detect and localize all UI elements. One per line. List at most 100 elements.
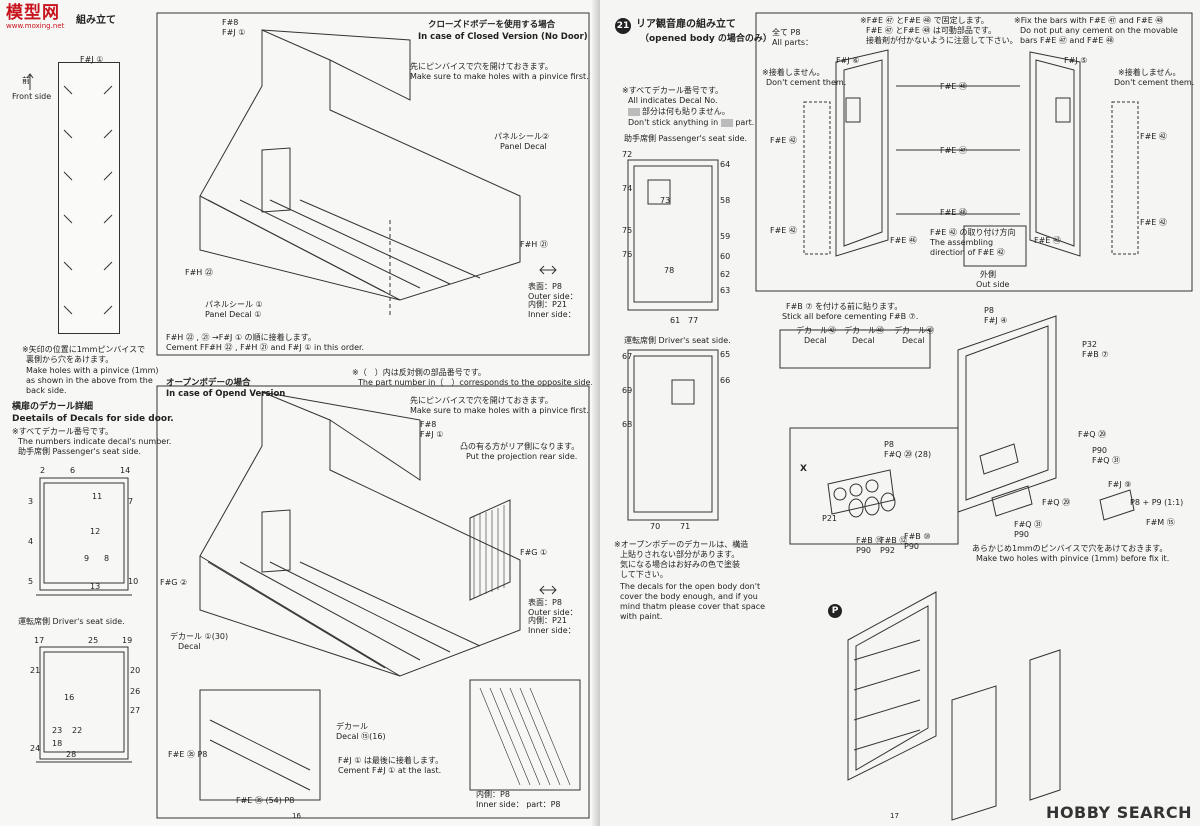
closed-panel-en: Panel Decal: [500, 142, 547, 151]
decal-num: 23: [52, 726, 63, 735]
grey-swatch: [628, 107, 640, 116]
decal-note-en2: Don't stick anything in part.: [628, 118, 755, 127]
decal-num: 22: [72, 726, 83, 735]
fix-en3: bars F#E ㊼ and F#E ㊽: [1020, 36, 1114, 45]
open-pinvice-jp: 先にピンバイスで穴を開けておきます。: [410, 396, 553, 405]
fj5-label: F#J ⑤: [1064, 56, 1088, 65]
closed-title-jp: クローズドボデーを使用する場合: [428, 20, 556, 30]
light-fb10: F#B ⑩: [904, 532, 931, 541]
decal-num: 65: [720, 350, 731, 359]
decal-num: 16: [64, 693, 75, 702]
closed-order-en: Cement FF#H ㉒ , F#H ㉑ and F#J ① in this …: [166, 343, 365, 352]
decal-num: 6: [70, 466, 76, 475]
right-line-art: [627, 12, 1193, 821]
open-title-en: In case of Opend Version: [166, 389, 286, 399]
decal-num: 75: [622, 226, 633, 235]
left-page: 模型网 www.moxing.net 組み立て F#J ① 前 Front si…: [6, 4, 594, 820]
decal-num: 5: [28, 577, 34, 586]
hole-note-en2: as shown in the above from the: [26, 376, 153, 385]
light-fq29b: F#Q ㉙: [1042, 498, 1071, 507]
closed-panel-num: ②: [542, 132, 550, 141]
closed-part-fj1: F#J ①: [222, 28, 246, 37]
roof-panel-diagram: [58, 62, 120, 334]
open-fe1: F#E ㉟ P8: [168, 750, 208, 759]
body-note-en4: with paint.: [620, 612, 663, 621]
grey-swatch: [720, 118, 733, 127]
decal-en-1: Decal: [804, 336, 827, 345]
decal-num: 67: [622, 352, 633, 361]
closed-title-en: In case of Closed Version (No Door): [418, 32, 588, 42]
decal-num: 2: [40, 466, 46, 475]
fix-jp1: ※F#E ㊼ とF#E ㊽ で固定します。: [860, 16, 989, 25]
passenger-side-label: 助手席側 Passenger's seat side.: [18, 447, 142, 456]
stick-jp: F#B ⑦ を付ける前に貼ります。: [786, 302, 903, 311]
decal-note-en: All indicates Decal No.: [628, 96, 718, 105]
closed-fh22: F#H ㉒: [185, 268, 213, 277]
hole-note-jp2: 裏側から穴をあけます。: [26, 355, 114, 364]
hole-en: Make two holes with pinvice (1mm) before…: [976, 554, 1170, 563]
nocement-jp-right: ※接着しません。: [1118, 68, 1181, 77]
open-fe2: F#E ㉟ (54) P8: [236, 796, 295, 805]
decal-num: 21: [30, 666, 41, 675]
driver-side-label: 運転席側 Driver's seat side.: [624, 336, 731, 345]
open-paren-en: The part number in（ ）corresponds to the …: [358, 378, 594, 387]
decal-num: 4: [28, 537, 34, 546]
light-fq31b: F#Q ㉛: [1014, 520, 1043, 529]
left-line-art: [26, 12, 590, 819]
mid-p32: P32: [1082, 340, 1098, 349]
x-marker: X: [800, 464, 807, 474]
decal-num: 62: [720, 270, 731, 279]
closed-order-jp: F#H ㉒ , ㉑ →F#J ① の順に接着します。: [166, 333, 316, 342]
body-note-jp3: 気になる場合はお好みの色で塗装: [620, 560, 740, 569]
closed-pinvice-jp: 先にピンバイスで穴を開けておきます。: [410, 62, 553, 71]
hole-note-jp1: ※矢印の位置に1mmピンバイスで: [22, 345, 146, 354]
decal-detail-note-jp: ※すべてデカール番号です。: [12, 427, 114, 436]
decal-3: デカール㊾: [894, 326, 934, 335]
decal-num: 24: [30, 744, 41, 753]
body-note-en3: mind thatm please cover that space: [620, 602, 766, 611]
decal-note-jp2: 部分は何も貼りません。: [628, 107, 730, 117]
open-inner2-en: Inner side： part：P8: [476, 800, 561, 809]
decal-detail-title-jp: 横扉のデカール詳細: [12, 402, 94, 412]
decal-num: 27: [130, 706, 141, 715]
closed-pinvice-en: Make sure to make holes with a pinvice f…: [410, 72, 589, 81]
light-ratio: P8 + P9 (1:1): [1130, 498, 1184, 507]
hole-note-en1: Make holes with a pinvice (1mm): [26, 366, 159, 375]
decal-num: 28: [66, 750, 77, 759]
fe53-label: F#E ㊸: [1034, 236, 1061, 245]
decal-num: 68: [622, 420, 633, 429]
decal-num: 12: [90, 527, 101, 536]
light-p90b: P90: [904, 542, 920, 551]
open-decal2-en: Decal ⑮(16): [336, 732, 386, 741]
decal-num: 14: [120, 466, 131, 475]
light-fm65: F#M ⑮: [1146, 518, 1175, 527]
light-fq31: F#Q ㉛: [1092, 456, 1121, 465]
nocement-en-right: Don't cement them.: [1114, 78, 1195, 87]
open-inner: 内側：P21: [528, 616, 568, 625]
hole-note-en3: back side.: [26, 386, 67, 395]
decal-num: 74: [622, 184, 633, 193]
decal-num: 10: [128, 577, 139, 586]
fe52-label: F#E ㊷: [770, 226, 797, 235]
decal-en-3: Decal: [902, 336, 925, 345]
open-title-jp: オープンボデーの場合: [166, 378, 251, 388]
light-p21: P21: [822, 514, 838, 523]
fe52-label: F#E ㊷: [1140, 132, 1167, 141]
decal-num: 77: [688, 316, 699, 325]
dir-en1: The assembling: [930, 238, 994, 247]
open-decal-en: Decal: [178, 642, 201, 651]
light-fb19: F#B ⑲: [856, 536, 884, 545]
decal-num: 66: [720, 376, 731, 385]
decal-1: デカール㊷: [796, 326, 836, 335]
closed-fh21: F#H ㉑: [520, 240, 548, 249]
fix-jp3: 接着剤が付かないように注意して下さい。: [866, 36, 1018, 45]
decal-num: 78: [664, 266, 675, 275]
open-decal-jp: デカール ①(30): [170, 632, 229, 641]
decal-num: 18: [52, 739, 63, 748]
open-outer-en: Outer side：: [528, 608, 578, 617]
decal-num: 63: [720, 286, 731, 295]
light-fq29: F#Q ㉙: [1078, 430, 1107, 439]
open-proj-jp: 凸の有る方がリア側になります。: [460, 442, 580, 451]
driver-side-label: 運転席側 Driver's seat side.: [18, 617, 125, 626]
body-note-jp1: ※オープンボデーのデカールは、構造: [614, 540, 749, 549]
